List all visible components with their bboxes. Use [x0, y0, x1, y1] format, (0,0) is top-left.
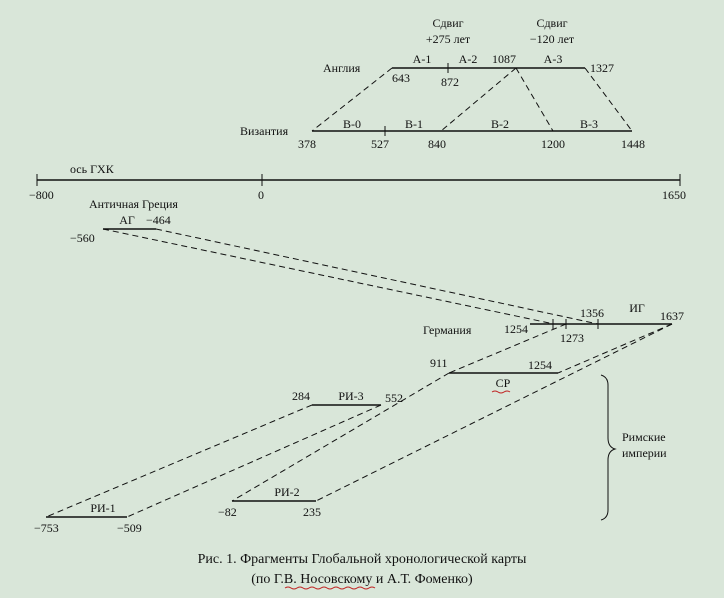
ri2-seg-label: РИ-2	[274, 485, 299, 499]
germany-year-1273: 1273	[560, 331, 584, 345]
germany-seg-ig: ИГ	[629, 301, 645, 315]
shift-1-title: Сдвиг	[432, 16, 463, 30]
germany-year-1637: 1637	[660, 309, 684, 323]
sr-year-911: 911	[430, 356, 448, 370]
ri1-timeline: РИ-1 −753 −509	[34, 501, 142, 535]
england-timeline: Англия А-1 А-2 А-3 643 872 1087 1327	[323, 52, 614, 89]
axis-tick-label-end: 1650	[662, 188, 686, 202]
connector-1087-1200	[515, 67, 554, 132]
germany-year-1254: 1254	[504, 322, 528, 336]
byzantium-seg-v2: В-2	[491, 117, 509, 131]
ri3-year-284: 284	[292, 389, 310, 403]
sr-spell-squiggle	[491, 390, 511, 394]
germany-label: Германия	[423, 323, 472, 337]
caption-line1: Рис. 1. Фрагменты Глобальной хронологиче…	[198, 552, 527, 567]
greece-seg-ag: АГ	[119, 213, 135, 227]
axis-tick-label-start: −800	[29, 188, 54, 202]
ri3-year-552: 552	[385, 391, 403, 405]
shift-1-value: +275 лет	[426, 32, 471, 46]
england-byzantium-connectors	[311, 67, 633, 132]
axis-label: ось ГХК	[70, 162, 115, 176]
byzantium-seg-v0: В-0	[343, 117, 361, 131]
shift-label-2: Сдвиг −120 лет	[530, 16, 575, 46]
ri3-timeline: РИ-3 284 552	[292, 389, 403, 406]
greece-timeline: Античная Греция АГ −560 −464	[70, 197, 178, 245]
roman-empires-brace: Римские империи	[600, 374, 667, 521]
sr-timeline: 911 1254 СР	[430, 356, 558, 394]
ri3-seg-label: РИ-3	[338, 389, 363, 403]
england-year-643: 643	[392, 71, 410, 85]
england-seg-a2: А-2	[459, 52, 478, 66]
connector-1637-1254	[557, 323, 673, 374]
ri2-year-start: −82	[218, 505, 237, 519]
ri1-seg-label: РИ-1	[90, 501, 115, 515]
greece-year-end: −464	[146, 213, 171, 227]
byzantium-timeline: Византия В-0 В-1 В-2 В-3 378 527 840 120…	[240, 117, 645, 151]
ri1-year-start: −753	[34, 521, 59, 535]
roman-connectors	[45, 323, 673, 518]
figure-caption: Рис. 1. Фрагменты Глобальной хронологиче…	[198, 552, 527, 590]
england-year-1327: 1327	[590, 61, 614, 75]
connector-ig-ri2-end	[315, 323, 673, 502]
connector-sr-ri2-start	[231, 372, 450, 502]
byzantium-year-840: 840	[428, 137, 446, 151]
roman-label-line2: империи	[622, 446, 667, 460]
byzantium-label: Византия	[240, 124, 289, 138]
main-axis: ось ГХК −800 0 1650	[29, 162, 686, 202]
roman-label-line1: Римские	[622, 430, 666, 444]
connector-greece-end	[155, 228, 599, 325]
curly-brace	[600, 374, 617, 521]
caption-line2: (по Г.В. Носовскому и А.Т. Фоменко)	[251, 572, 473, 587]
connector-643-378	[311, 67, 393, 132]
germany-year-1356: 1356	[580, 306, 604, 320]
germany-sr-connectors	[448, 323, 673, 374]
england-year-872: 872	[441, 75, 459, 89]
shift-label-1: Сдвиг +275 лет	[426, 16, 471, 46]
caption-spell-squiggle	[284, 586, 376, 590]
byzantium-seg-v3: В-3	[580, 117, 598, 131]
byzantium-year-1200: 1200	[541, 137, 565, 151]
ri2-year-end: 235	[303, 505, 321, 519]
germany-timeline: Германия 1254 1273 1356 1637 ИГ	[423, 301, 684, 345]
ri1-year-end: −509	[117, 521, 142, 535]
sr-seg-label: СР	[496, 376, 511, 390]
byzantium-year-527: 527	[371, 137, 389, 151]
greece-germany-connectors	[102, 228, 599, 325]
shift-2-value: −120 лет	[530, 32, 575, 46]
connector-1273-911	[448, 323, 567, 374]
shift-2-title: Сдвиг	[536, 16, 567, 30]
england-year-1087: 1087	[492, 52, 516, 66]
ri2-timeline: РИ-2 −82 235	[218, 485, 321, 519]
axis-tick-label-zero: 0	[258, 188, 264, 202]
greece-label: Античная Греция	[89, 197, 178, 211]
connector-1087-840	[440, 67, 517, 132]
byzantium-seg-v1: В-1	[405, 117, 423, 131]
sr-year-1254: 1254	[528, 358, 552, 372]
byzantium-year-378: 378	[298, 137, 316, 151]
england-label: Англия	[323, 61, 361, 75]
england-seg-a1: А-1	[413, 52, 432, 66]
connector-1327-1448	[584, 67, 633, 132]
connector-ri3-ri1-start	[45, 404, 313, 518]
connector-ri3-ri1-end	[126, 404, 382, 518]
byzantium-year-1448: 1448	[621, 137, 645, 151]
greece-year-start: −560	[70, 231, 95, 245]
england-seg-a3: А-3	[544, 52, 563, 66]
connector-greece-start	[102, 228, 555, 325]
